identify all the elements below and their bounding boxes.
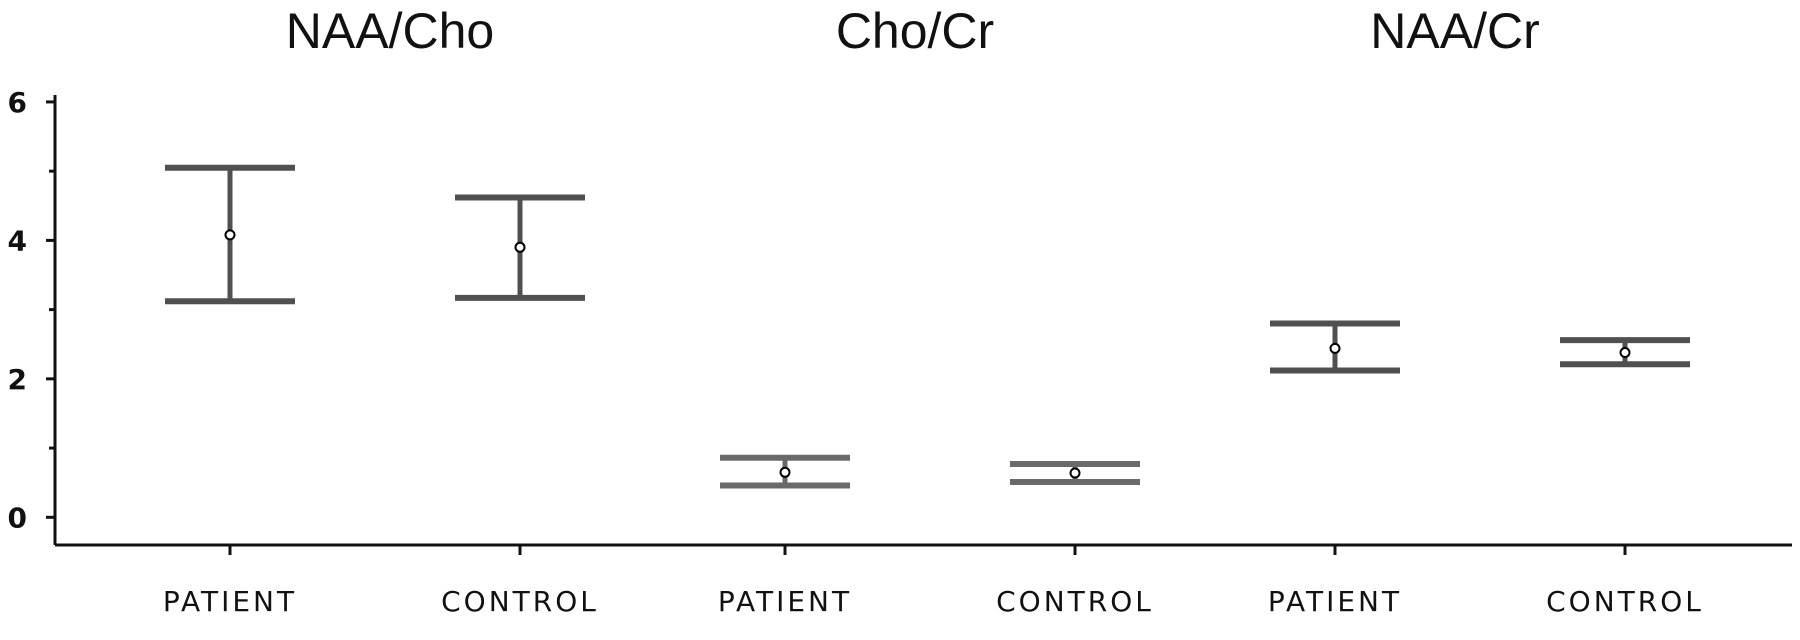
y-tick-label: 2: [8, 363, 27, 396]
error-bar: [1560, 337, 1690, 368]
y-tick-label: 4: [8, 224, 27, 257]
panel-title: Cho/Cr: [836, 3, 994, 59]
y-tick-label: 0: [8, 501, 27, 534]
x-tick-label: PATIENT: [1268, 585, 1402, 618]
error-bar: [720, 454, 850, 489]
y-axis: 0 2 4 6: [8, 86, 57, 545]
error-bar: [1270, 320, 1400, 374]
x-tick-label: CONTROL: [1546, 585, 1704, 618]
mean-point: [1619, 347, 1631, 359]
x-tick-label: PATIENT: [718, 585, 852, 618]
x-tick-label: PATIENT: [163, 585, 297, 618]
error-bar: [455, 194, 585, 301]
mean-point: [1069, 467, 1081, 479]
panel-titles: NAA/Cho Cho/Cr NAA/Cr: [286, 3, 1540, 59]
y-tick-label: 6: [8, 86, 27, 119]
mean-point: [1329, 342, 1341, 354]
panel-title: NAA/Cr: [1370, 3, 1539, 59]
error-bar: [1010, 461, 1140, 485]
error-bar-marks: [165, 164, 1690, 489]
x-tick-label: CONTROL: [441, 585, 599, 618]
x-axis: PATIENT CONTROL PATIENT CONTROL PATIENT CONTR…: [55, 543, 1792, 618]
error-bar: [165, 164, 295, 305]
mean-point: [224, 229, 236, 241]
mean-point: [514, 241, 526, 253]
panel-title: NAA/Cho: [286, 3, 494, 59]
x-tick-label: CONTROL: [996, 585, 1154, 618]
mean-point: [779, 466, 791, 478]
